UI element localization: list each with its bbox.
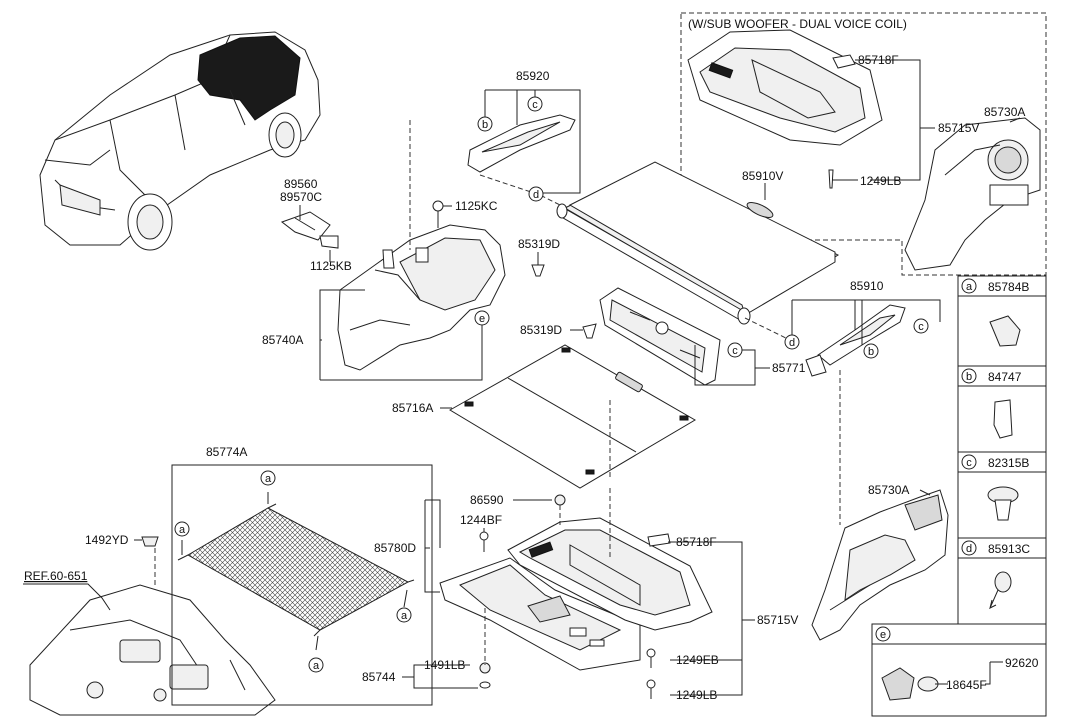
luggage-net bbox=[177, 503, 415, 637]
subwoofer-note: (W/SUB WOOFER - DUAL VOICE COIL) bbox=[688, 17, 907, 31]
label-85718f-lower: 85718F bbox=[676, 535, 717, 549]
callout-circles: c b d e d b c c a a a a bbox=[174, 96, 929, 673]
label-1249lb-upper: 1249LB bbox=[860, 174, 901, 188]
clip-85319d-upper bbox=[531, 264, 545, 277]
callout-c-85920: c bbox=[532, 99, 538, 111]
part-labels: 85920 89560 89570C 1125KC 1125KB 85319D … bbox=[24, 53, 1025, 702]
screw-1125kc bbox=[432, 200, 444, 228]
label-85730a-upper: 85730A bbox=[984, 105, 1025, 119]
clip-e-image bbox=[881, 667, 939, 701]
label-85774a: 85774A bbox=[206, 445, 247, 459]
label-85715v-upper: 85715V bbox=[938, 121, 979, 135]
callout-a-net-right: a bbox=[401, 610, 408, 622]
legend-part-92620: 92620 bbox=[1005, 656, 1039, 670]
subwoofer-option-box: (W/SUB WOOFER - DUAL VOICE COIL) bbox=[680, 12, 1047, 276]
callout-a-net-left: a bbox=[179, 524, 186, 536]
label-1249eb: 1249EB bbox=[676, 653, 719, 667]
callout-c-85910: c bbox=[918, 321, 924, 333]
callout-a-net-top: a bbox=[265, 473, 272, 485]
bracket-89560 bbox=[280, 211, 339, 249]
legend-part-85784b: 85784B bbox=[988, 280, 1029, 294]
legend-table: a 85784B b 84747 c 82315B d 85913C e bbox=[871, 275, 1047, 717]
label-85910v: 85910V bbox=[742, 169, 783, 183]
label-1492yd: 1492YD bbox=[85, 533, 129, 547]
legend-part-82315b: 82315B bbox=[988, 456, 1029, 470]
callout-a-net-bottom: a bbox=[313, 660, 320, 672]
label-85920: 85920 bbox=[516, 69, 550, 83]
label-85740a: 85740A bbox=[262, 333, 303, 347]
label-85319d-lower: 85319D bbox=[520, 323, 562, 337]
label-ref-60-651: REF.60-651 bbox=[24, 569, 88, 583]
vehicle-illustration bbox=[39, 31, 321, 251]
label-89560: 89560 bbox=[284, 177, 318, 191]
callout-b-85910: b bbox=[868, 346, 874, 358]
label-85718f-upper: 85718F bbox=[858, 53, 899, 67]
luggage-board bbox=[449, 344, 696, 489]
clip-82315b-image bbox=[987, 486, 1019, 521]
dash-leaders bbox=[154, 120, 841, 665]
label-89570c: 89570C bbox=[280, 190, 322, 204]
label-85716a: 85716A bbox=[392, 401, 433, 415]
left-quarter-trim bbox=[337, 224, 506, 371]
luggage-tray bbox=[439, 557, 641, 671]
clip-85784b-image bbox=[989, 315, 1021, 347]
legend-part-85913c: 85913C bbox=[988, 542, 1030, 556]
legend-letter-a: a bbox=[966, 281, 973, 293]
label-85910: 85910 bbox=[850, 279, 884, 293]
rear-transverse-trim bbox=[599, 287, 721, 386]
label-1491lb: 1491LB bbox=[424, 658, 465, 672]
floor-pan bbox=[29, 584, 276, 716]
legend-letter-d: d bbox=[966, 543, 972, 555]
label-86590: 86590 bbox=[470, 493, 504, 507]
callout-c-85771: c bbox=[732, 345, 738, 357]
label-1244bf: 1244BF bbox=[460, 513, 502, 527]
clip-85319d-lower bbox=[582, 323, 597, 339]
clip-85913c-image bbox=[988, 571, 1012, 610]
label-85771: 85771 bbox=[772, 361, 806, 375]
leader-lines bbox=[23, 59, 1021, 706]
legend-letter-b: b bbox=[966, 371, 972, 383]
legend-letter-e: e bbox=[880, 629, 886, 641]
label-85715v-lower: 85715V bbox=[757, 613, 798, 627]
label-85319d-upper: 85319D bbox=[518, 237, 560, 251]
callout-d-85910: d bbox=[789, 337, 795, 349]
callout-e-85740a: e bbox=[479, 313, 485, 325]
label-1125kc: 1125KC bbox=[455, 199, 498, 213]
right-side-trim-lower bbox=[811, 489, 949, 641]
label-85730a-lower: 85730A bbox=[868, 483, 909, 497]
screws-lower bbox=[479, 494, 656, 699]
label-1125kb: 1125KB bbox=[310, 259, 352, 273]
fastener-1492yd bbox=[141, 536, 159, 547]
legend-part-18645f: 18645F bbox=[946, 678, 987, 692]
label-1249lb-lower: 1249LB bbox=[676, 688, 717, 702]
clip-84747-image bbox=[993, 399, 1013, 439]
legend-letter-c: c bbox=[966, 457, 972, 469]
bracket-85920 bbox=[467, 114, 576, 173]
tonneau-cover bbox=[556, 161, 840, 325]
label-85780d: 85780D bbox=[374, 541, 416, 555]
callout-b-85920: b bbox=[482, 119, 488, 131]
label-85744: 85744 bbox=[362, 670, 396, 684]
package-tray-lower bbox=[507, 517, 713, 631]
callout-d-85920: d bbox=[533, 189, 539, 201]
legend-part-84747: 84747 bbox=[988, 370, 1022, 384]
